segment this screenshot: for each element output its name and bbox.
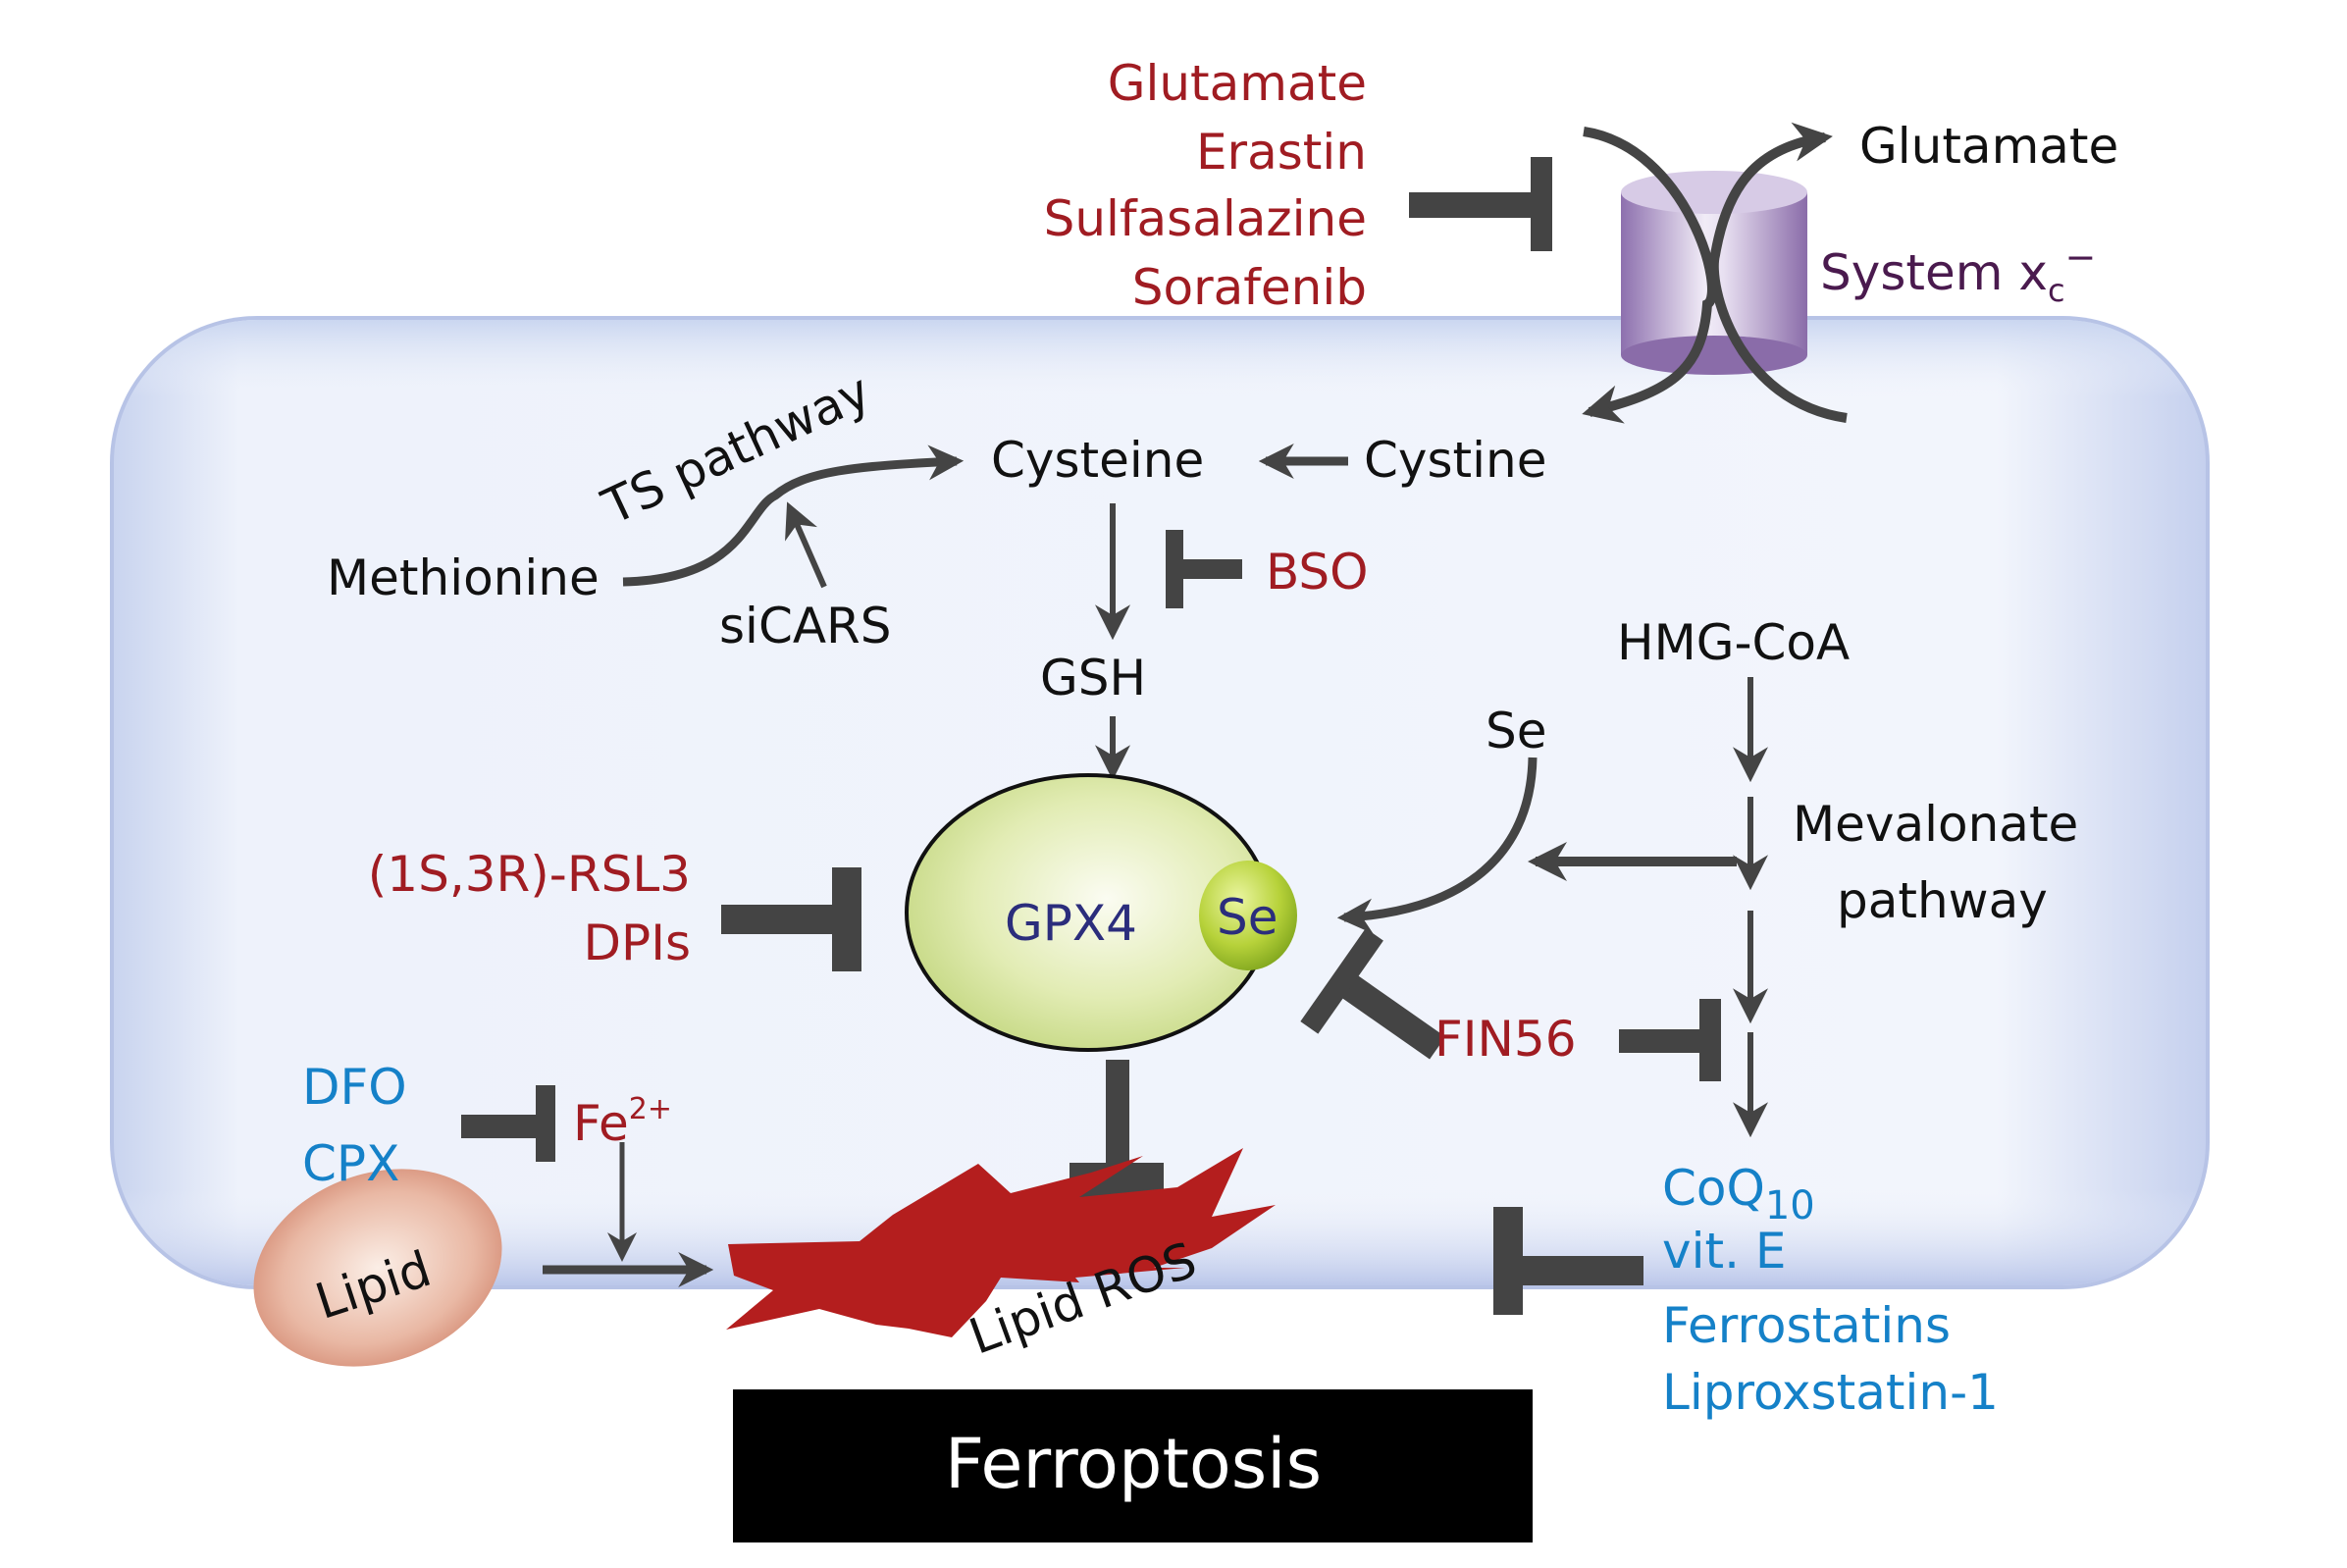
cpx-label: CPX (302, 1135, 399, 1192)
lipid-blob (253, 1169, 502, 1367)
inhibitor-glutamate: Glutamate (1108, 55, 1367, 112)
system-xc-text: System x (1820, 244, 2048, 301)
system-xc-superscript: − (2065, 235, 2097, 279)
fe-charge: 2+ (629, 1092, 672, 1126)
antioxidant-inhibition-bar (1493, 1207, 1643, 1315)
se-to-gpx4-arrow (1336, 757, 1538, 934)
mevalonate-label-line2: pathway (1837, 872, 2048, 929)
ts-pathway-arrow (622, 444, 965, 587)
inhibitor-sulfasalazine: Sulfasalazine (1044, 190, 1367, 247)
gsh-label: GSH (1040, 650, 1146, 706)
ferroptosis-label: Ferroptosis (945, 1424, 1322, 1504)
inhibitor-erastin: Erastin (1196, 124, 1367, 181)
fin56-label: FIN56 (1434, 1011, 1577, 1068)
fe-text: Fe (573, 1095, 629, 1152)
bso-inhibition-bar (1166, 530, 1242, 608)
glutamate-export-arrow (1708, 122, 1848, 423)
se-free-label: Se (1486, 703, 1547, 759)
ferrostatins-label: Ferrostatins (1662, 1297, 1951, 1354)
system-xc-label: System xc− (1820, 235, 2096, 309)
methionine-label: Methionine (327, 549, 600, 606)
coq-text: CoQ (1662, 1160, 1765, 1217)
gpx4-label: GPX4 (1005, 895, 1137, 952)
cysteine-label: Cysteine (991, 432, 1204, 489)
xc-inhibition-bar (1409, 157, 1552, 251)
ferroptosis-box (733, 1389, 1533, 1542)
bso-label: BSO (1266, 544, 1369, 601)
inhibitor-sorafenib: Sorafenib (1132, 259, 1367, 316)
glutamate-out-label: Glutamate (1859, 118, 2118, 175)
hmgcoa-label: HMG-CoA (1617, 614, 1850, 671)
sicars-label: siCARS (719, 598, 892, 654)
lipid-ros-burst (726, 1148, 1276, 1337)
dfo-cpx-inhibition-bar (461, 1085, 555, 1162)
fe-label: Fe2+ (573, 1092, 672, 1152)
dfo-label: DFO (302, 1059, 407, 1116)
gpx4-se-label: Se (1217, 889, 1278, 946)
system-xc-subscript: c (2048, 272, 2065, 309)
vit-e-label: vit. E (1662, 1223, 1786, 1280)
rsl3-inhibition-bar (721, 867, 861, 971)
liproxstatin-label: Liproxstatin-1 (1662, 1364, 1999, 1421)
mevalonate-label-line1: Mevalonate (1793, 796, 2078, 853)
fin56-mevalonate-inhibition-bar (1619, 999, 1721, 1081)
rsl3-label: (1S,3R)-RSL3 (368, 846, 691, 903)
cystine-label: Cystine (1364, 432, 1547, 489)
coq10-label: CoQ10 (1662, 1160, 1815, 1228)
sicars-arrow (785, 501, 827, 589)
cystine-import-arrow (1582, 127, 1717, 424)
gpx4-enzyme (905, 773, 1297, 1052)
coq-subscript: 10 (1765, 1183, 1815, 1228)
dpis-label: DPIs (584, 915, 691, 971)
fin56-gpx4-inhibition-bar (1300, 928, 1446, 1060)
